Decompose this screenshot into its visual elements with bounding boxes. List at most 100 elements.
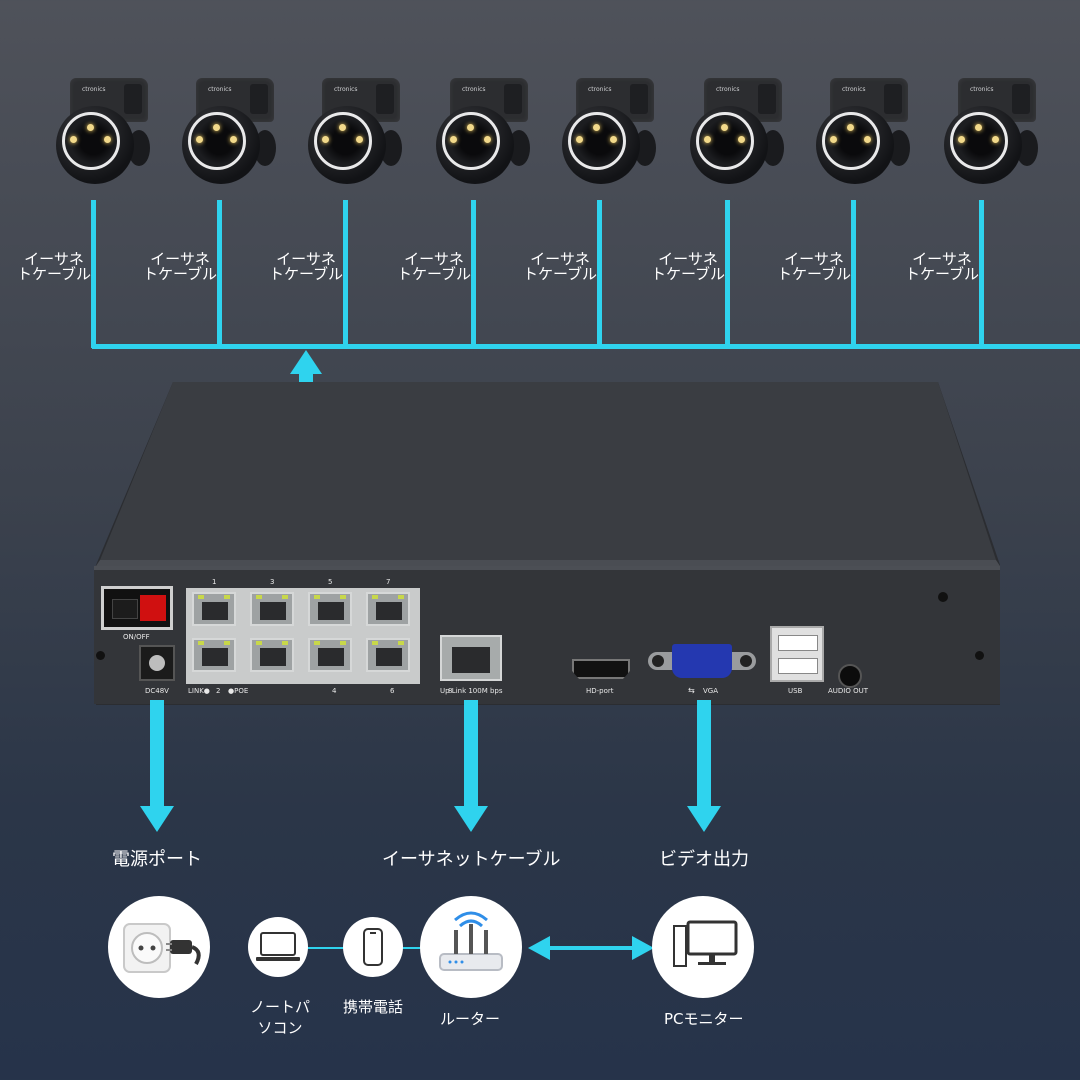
camera-led (322, 136, 329, 143)
camera: ctronics (940, 78, 1050, 198)
port-led (314, 641, 320, 645)
power-switch-label: ON/OFF (123, 633, 150, 641)
port-led (372, 595, 378, 599)
camera-led (70, 136, 77, 143)
up-arrow-head (290, 350, 322, 374)
uplink-port[interactable] (440, 635, 502, 681)
port-number: 3 (270, 578, 275, 586)
camera-led (450, 136, 457, 143)
video-output-label: ビデオ出力 (659, 849, 749, 870)
dc-power-port (139, 645, 175, 681)
laptop-circle (248, 917, 308, 977)
poe-port[interactable] (366, 638, 410, 672)
poe-port[interactable] (250, 592, 294, 626)
usb-label: USB (788, 687, 803, 695)
ethernet-arrow-head (454, 806, 488, 832)
camera-brand: ctronics (82, 86, 106, 93)
poe-port[interactable] (250, 638, 294, 672)
camera-led (467, 124, 474, 131)
cable-label: イーサネトケーブル (16, 250, 92, 283)
camera-led (339, 124, 346, 131)
poe-port[interactable] (192, 638, 236, 672)
camera-led (484, 136, 491, 143)
camera-led (830, 136, 837, 143)
camera-led (104, 136, 111, 143)
phone-icon (363, 928, 383, 966)
poe-label: ●POE (228, 687, 249, 695)
audio-out-jack[interactable] (838, 664, 862, 688)
camera-led (593, 124, 600, 131)
camera: ctronics (686, 78, 796, 198)
port-led (198, 641, 204, 645)
link-label: LINK● (188, 687, 210, 695)
camera-drop-line (91, 200, 96, 348)
port-number: 8 (448, 687, 453, 695)
screw (938, 592, 948, 602)
camera-led (721, 124, 728, 131)
video-arrow-shaft (697, 700, 711, 810)
screw (975, 651, 984, 660)
port-number: 4 (332, 687, 337, 695)
cable-label: イーサネトケーブル (268, 250, 344, 283)
camera: ctronics (304, 78, 414, 198)
uplink-label: Up Link 100M bps (440, 687, 503, 695)
camera-bus-line (92, 344, 1080, 349)
screw (96, 651, 105, 660)
camera: ctronics (432, 78, 542, 198)
router-icon (439, 911, 503, 971)
port-led (372, 641, 378, 645)
camera-led (610, 136, 617, 143)
poe-port[interactable] (308, 638, 352, 672)
port-led (282, 641, 288, 645)
port-led (224, 595, 230, 599)
camera-drop-line (979, 200, 984, 348)
cable-label: イーサネトケーブル (904, 250, 980, 283)
camera: ctronics (812, 78, 922, 198)
port-number: 1 (212, 578, 217, 586)
usb-ports[interactable] (770, 626, 824, 682)
poe-port[interactable] (308, 592, 352, 626)
usb-symbol-icon: ⇆ (688, 686, 695, 695)
port-number: 2 (216, 687, 221, 695)
phone-circle (343, 917, 403, 977)
camera-led (992, 136, 999, 143)
power-arrow-shaft (150, 700, 164, 810)
poe-port[interactable] (192, 592, 236, 626)
camera-brand: ctronics (970, 86, 994, 93)
power-switch[interactable] (101, 586, 173, 630)
power-outlet-circle (108, 896, 210, 998)
ethernet-arrow-shaft (464, 700, 478, 810)
cable-label: イーサネトケーブル (142, 250, 218, 283)
router-circle (420, 896, 522, 998)
vga-port[interactable] (648, 644, 756, 678)
dc-label: DC48V (145, 687, 169, 695)
port-led (198, 595, 204, 599)
cable-label: イーサネトケーブル (522, 250, 598, 283)
camera: ctronics (178, 78, 288, 198)
phone-label: 携帯電話 (343, 998, 404, 1016)
camera-led (213, 124, 220, 131)
laptop-icon (256, 932, 300, 961)
port-led (224, 641, 230, 645)
camera-brand: ctronics (462, 86, 486, 93)
power-arrow-head (140, 806, 174, 832)
port-number: 7 (386, 578, 391, 586)
hdmi-port[interactable] (572, 659, 630, 679)
port-led (398, 641, 404, 645)
phone-router-link (398, 947, 428, 949)
poe-port[interactable] (366, 592, 410, 626)
cable-label: イーサネトケーブル (776, 250, 852, 283)
camera-brand: ctronics (716, 86, 740, 93)
camera-led (576, 136, 583, 143)
camera-led (230, 136, 237, 143)
camera-brand: ctronics (334, 86, 358, 93)
camera-lens-ring (442, 112, 500, 170)
monitor-label: PCモニター (664, 1010, 744, 1028)
camera-drop-line (851, 200, 856, 348)
camera-brand: ctronics (588, 86, 612, 93)
port-led (256, 595, 262, 599)
laptop-label: ノートパソコン (249, 998, 310, 1037)
port-number: 5 (328, 578, 333, 586)
camera-led (847, 124, 854, 131)
camera-led (87, 124, 94, 131)
